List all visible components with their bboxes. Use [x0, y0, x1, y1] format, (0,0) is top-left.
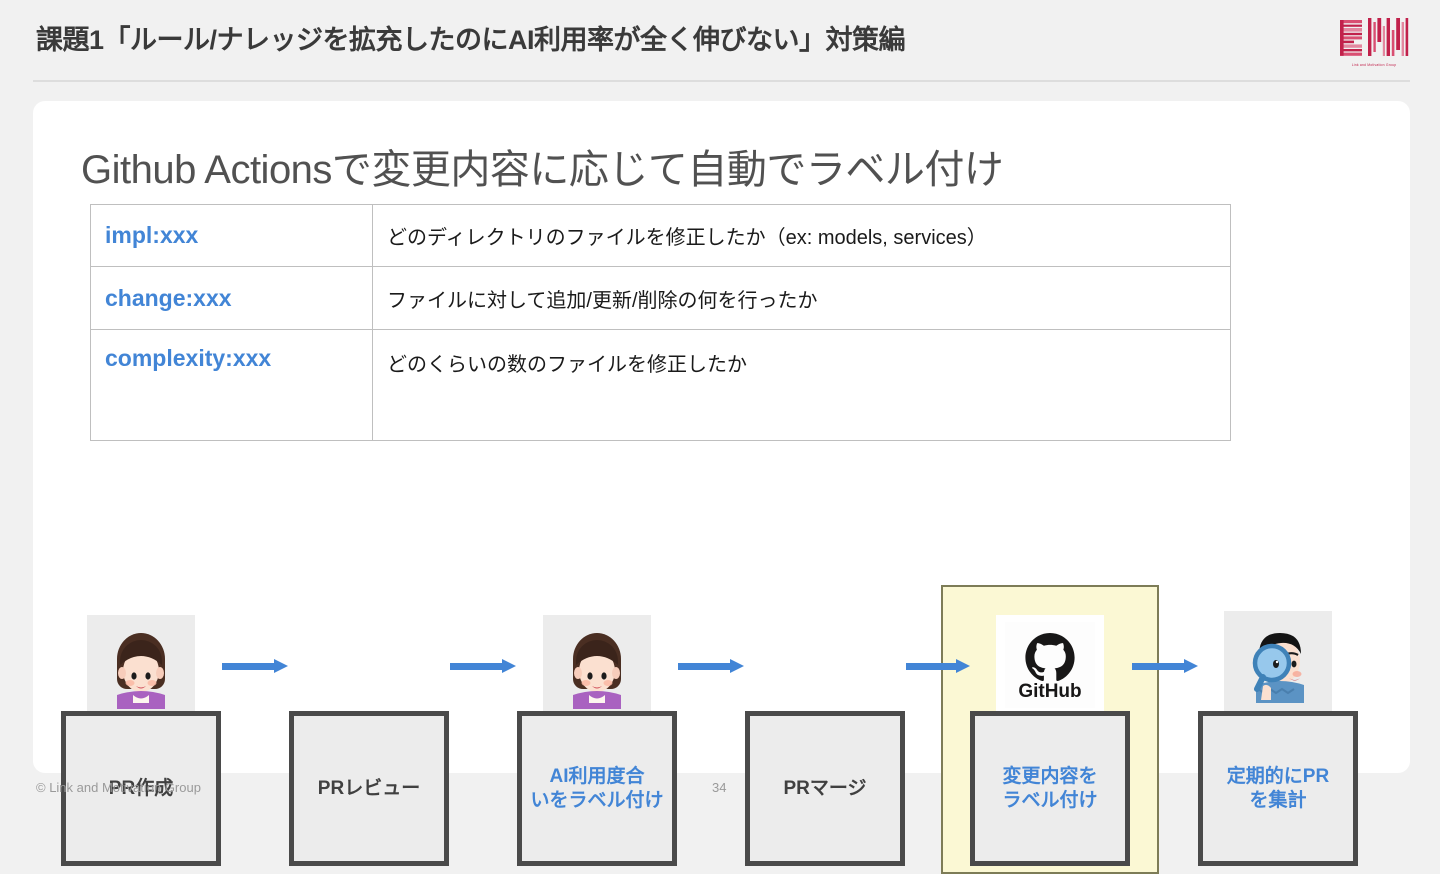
flow-box-label-line2: ラベル付け — [1002, 789, 1098, 811]
flow-box-label: PRマージ — [777, 777, 872, 801]
flow-arrow-1 — [222, 659, 288, 673]
flow-box-label-line1: 変更内容を — [1002, 765, 1098, 787]
flow-box-label: 変更内容を ラベル付け — [996, 765, 1103, 813]
woman-avatar-icon — [543, 615, 651, 753]
flow-box-label: PRレビュー — [312, 777, 426, 801]
flow-box-label-line1: AI利用度合 — [549, 765, 645, 787]
flow-box-label-line1: 定期的にPR — [1226, 765, 1330, 787]
flow-arrow-4 — [906, 659, 970, 673]
flow-box-label-line1: PRマージ — [783, 777, 867, 799]
flow-box-label: PR作成 — [103, 777, 179, 801]
label-description: ファイルに対して追加/更新/削除の何を行ったか — [372, 266, 1231, 330]
logo-caption: Link and Motivation Group — [1351, 63, 1397, 67]
flow-box-label: AI利用度合 いをラベル付け — [524, 765, 669, 813]
label-key: complexity:xxx — [90, 329, 373, 441]
label-key: impl:xxx — [90, 204, 373, 267]
github-logo-icon: GitHub — [996, 615, 1104, 753]
flow-diagram: PR作成 PRレビュー — [33, 476, 1410, 874]
flow-arrow-2 — [450, 659, 516, 673]
flow-arrow-3 — [678, 659, 744, 673]
footer-copyright: © Link and Motivation Group — [36, 780, 201, 795]
section-heading: Github Actionsで変更内容に応じて自動でラベル付け — [81, 148, 1004, 192]
flow-box-label-line1: PR作成 — [108, 777, 174, 799]
content-card: Github Actionsで変更内容に応じて自動でラベル付け impl:xxx… — [33, 101, 1410, 874]
footer-page-number: 34 — [712, 780, 727, 795]
label-description: どのくらいの数のファイルを修正したか — [372, 329, 1231, 441]
woman-avatar-icon — [87, 615, 195, 753]
flow-box-label: 定期的にPR を集計 — [1221, 765, 1335, 813]
github-wordmark: GitHub — [1018, 681, 1081, 702]
flow-box-label-line1: PRレビュー — [317, 777, 421, 799]
flow-box-label-line2: いをラベル付け — [530, 789, 664, 811]
label-description: どのディレクトリのファイルを修正したか（ex: models, services… — [372, 204, 1231, 267]
flow-box-label-line2: を集計 — [1249, 789, 1307, 811]
man-magnifier-avatar-icon — [1224, 611, 1332, 749]
header-divider — [33, 80, 1410, 82]
label-key: change:xxx — [90, 266, 373, 330]
logo-barcode-icon — [1340, 18, 1409, 56]
table-row: complexity:xxx どのくらいの数のファイルを修正したか — [90, 329, 1231, 441]
slide-footer: © Link and Motivation Group 34 — [0, 780, 1440, 810]
table-row: change:xxx ファイルに対して追加/更新/削除の何を行ったか — [90, 266, 1231, 330]
slide-header: 課題1「ルール/ナレッジを拡充したのにAI利用率が全く伸びない」対策編 — [0, 0, 1440, 82]
table-row: impl:xxx どのディレクトリのファイルを修正したか（ex: models,… — [90, 204, 1231, 267]
label-table: impl:xxx どのディレクトリのファイルを修正したか（ex: models,… — [90, 204, 1231, 441]
flow-arrow-5 — [1132, 659, 1198, 673]
link-and-motivation-logo: Link and Motivation Group — [1338, 16, 1410, 68]
page-title: 課題1「ルール/ナレッジを拡充したのにAI利用率が全く伸びない」対策編 — [36, 25, 906, 55]
